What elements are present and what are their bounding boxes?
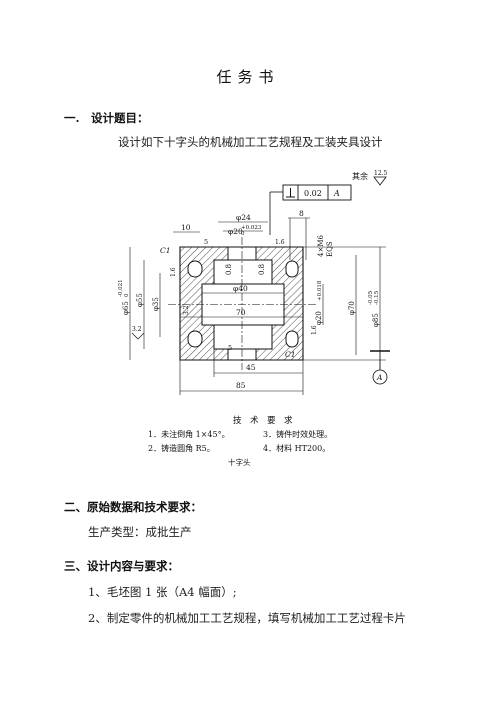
- section-1-text: 设计如下十字头的机械加工工艺规程及工装夹具设计: [118, 135, 383, 149]
- dim-w70: 70: [236, 308, 246, 317]
- tech-item-2: 2．铸造圆角 R5。: [148, 443, 215, 453]
- tech-title: 技 术 要 求: [233, 415, 293, 426]
- dim-d85-tol-lo: -0.15: [374, 290, 380, 305]
- dim-d70: φ70: [348, 301, 356, 315]
- tech-item-3: 3．铸件时效处理。: [263, 429, 332, 439]
- dim-d20-mid-tol: +0.018: [317, 280, 323, 301]
- dim-w45: 45: [246, 363, 256, 372]
- dim-d20-tol: +0.023: [241, 225, 262, 231]
- dim-thread: 4×M6: [317, 235, 325, 257]
- left-dimensions: [129, 247, 181, 360]
- roughness-other-label: 其余: [352, 171, 368, 181]
- feature-control-frame: 0.02 A: [269, 184, 352, 235]
- tech-item-4: 4．材料 HT200。: [263, 443, 330, 453]
- dim-d85-tol-hi: -0.05: [368, 290, 374, 305]
- ra-32: 3.2: [183, 305, 190, 315]
- section-1-heading: 一. 设计题目：: [64, 111, 149, 125]
- drawing-caption: 十字头: [228, 457, 251, 467]
- bottom-dimensions: [179, 349, 304, 395]
- tech-item-1: 1．未注倒角 1×45°。: [148, 429, 230, 439]
- section-2-text: 生产类型：成批生产: [88, 525, 192, 539]
- datum-label: A: [376, 373, 383, 382]
- dim-d85: φ85: [372, 313, 380, 327]
- part-section: [168, 237, 318, 370]
- section-3-item-2: 2、制定零件的机械加工工艺规程，填写机械加工工艺过程卡片: [88, 611, 406, 625]
- dim-d40: φ40: [233, 284, 248, 293]
- dim-d55: φ55: [136, 293, 144, 307]
- roughness-other-value: 12.5: [374, 170, 388, 177]
- dim-w8: 8: [299, 209, 304, 218]
- fcf-tolerance: 0.02: [304, 189, 322, 198]
- dim-d65-tol: -0.021: [118, 279, 124, 297]
- fcf-datum: A: [333, 189, 340, 198]
- page-title: 任务书: [216, 68, 280, 86]
- right-dimensions: [303, 246, 386, 361]
- dim-ch5-top: 5: [204, 238, 208, 246]
- section-3-item-1: 1、毛坯图 1 张（A4 幅面）;: [88, 585, 237, 599]
- dim-ch5-bot: 5: [228, 344, 232, 352]
- dim-c1-left: C1: [160, 246, 171, 255]
- ra-08a: 0.8: [225, 264, 233, 275]
- dim-c1-bottom: C1: [285, 350, 296, 359]
- dim-d20-mid: φ20: [315, 311, 323, 325]
- dim-w10: 10: [181, 223, 191, 232]
- dim-w85: 85: [236, 381, 246, 390]
- datum-a-symbol: A: [370, 350, 390, 385]
- ra-32b: 3.2: [132, 326, 142, 333]
- ra-08b: 0.8: [258, 264, 266, 275]
- ra-16: 1.6: [170, 267, 177, 277]
- dim-d20-top: φ20: [228, 227, 243, 236]
- roughness-symbol: [373, 176, 387, 186]
- dim-d35: φ35: [152, 297, 160, 311]
- ra-16b: 1.6: [311, 325, 318, 335]
- dim-d65-tol-lo: 0: [124, 293, 130, 297]
- dim-eqs: EQS: [326, 241, 334, 257]
- section-2-heading: 二、原始数据和技术要求：: [64, 500, 202, 514]
- section-3-heading: 三、设计内容与要求：: [64, 559, 179, 573]
- dim-d20-tol-lo: 0: [241, 231, 245, 237]
- dim-d24: φ24: [236, 213, 251, 222]
- dim-ch16-top: 1.6: [275, 239, 285, 246]
- dim-d65: φ65: [122, 301, 130, 315]
- cross-head-drawing: 其余 12.5 0.02 A φ24 φ20 +0.023 0 10: [118, 165, 418, 475]
